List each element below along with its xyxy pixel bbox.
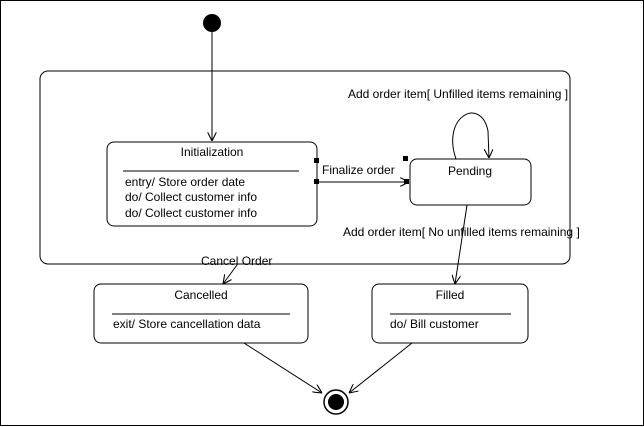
final-state <box>323 389 349 415</box>
selection-handle[interactable] <box>404 179 409 184</box>
state-cancelled-action: exit/ Store cancellation data <box>113 317 261 331</box>
state-cancelled-name: Cancelled <box>174 288 227 302</box>
filled-to-final-arrow <box>349 342 413 393</box>
selection-handle[interactable] <box>403 156 408 161</box>
state-filled-action: do/ Bill customer <box>390 317 479 331</box>
initial-state <box>203 14 221 32</box>
state-initialization[interactable]: Initialization entry/ Store order date d… <box>106 141 318 227</box>
cancel-order-label: Cancel Order <box>201 254 272 268</box>
state-filled-name: Filled <box>436 288 465 302</box>
state-initialization-action: do/ Collect customer info <box>125 190 257 204</box>
to-filled-label: Add order item[ No unfilled items remain… <box>343 225 580 239</box>
selection-handle[interactable] <box>314 179 319 184</box>
state-cancelled[interactable]: Cancelled exit/ Store cancellation data <box>93 283 309 344</box>
finalize-order-label: Finalize order <box>322 163 395 177</box>
state-pending-name: Pending <box>448 164 492 178</box>
to-filled-arrow <box>455 204 468 284</box>
composite-state-boundary <box>39 70 571 265</box>
state-initialization-action: entry/ Store order date <box>125 175 245 189</box>
selection-handle[interactable] <box>314 158 319 163</box>
state-filled[interactable]: Filled do/ Bill customer <box>371 283 529 344</box>
state-initialization-name: Initialization <box>181 145 244 159</box>
state-pending[interactable]: Pending <box>409 158 532 206</box>
self-loop-arrow <box>452 112 489 160</box>
cancelled-to-final-arrow <box>243 342 322 393</box>
self-loop-label: Add order item[ Unfilled items remaining… <box>348 87 568 101</box>
state-initialization-action: do/ Collect customer info <box>125 206 257 220</box>
cancel-order-arrow <box>223 264 238 284</box>
